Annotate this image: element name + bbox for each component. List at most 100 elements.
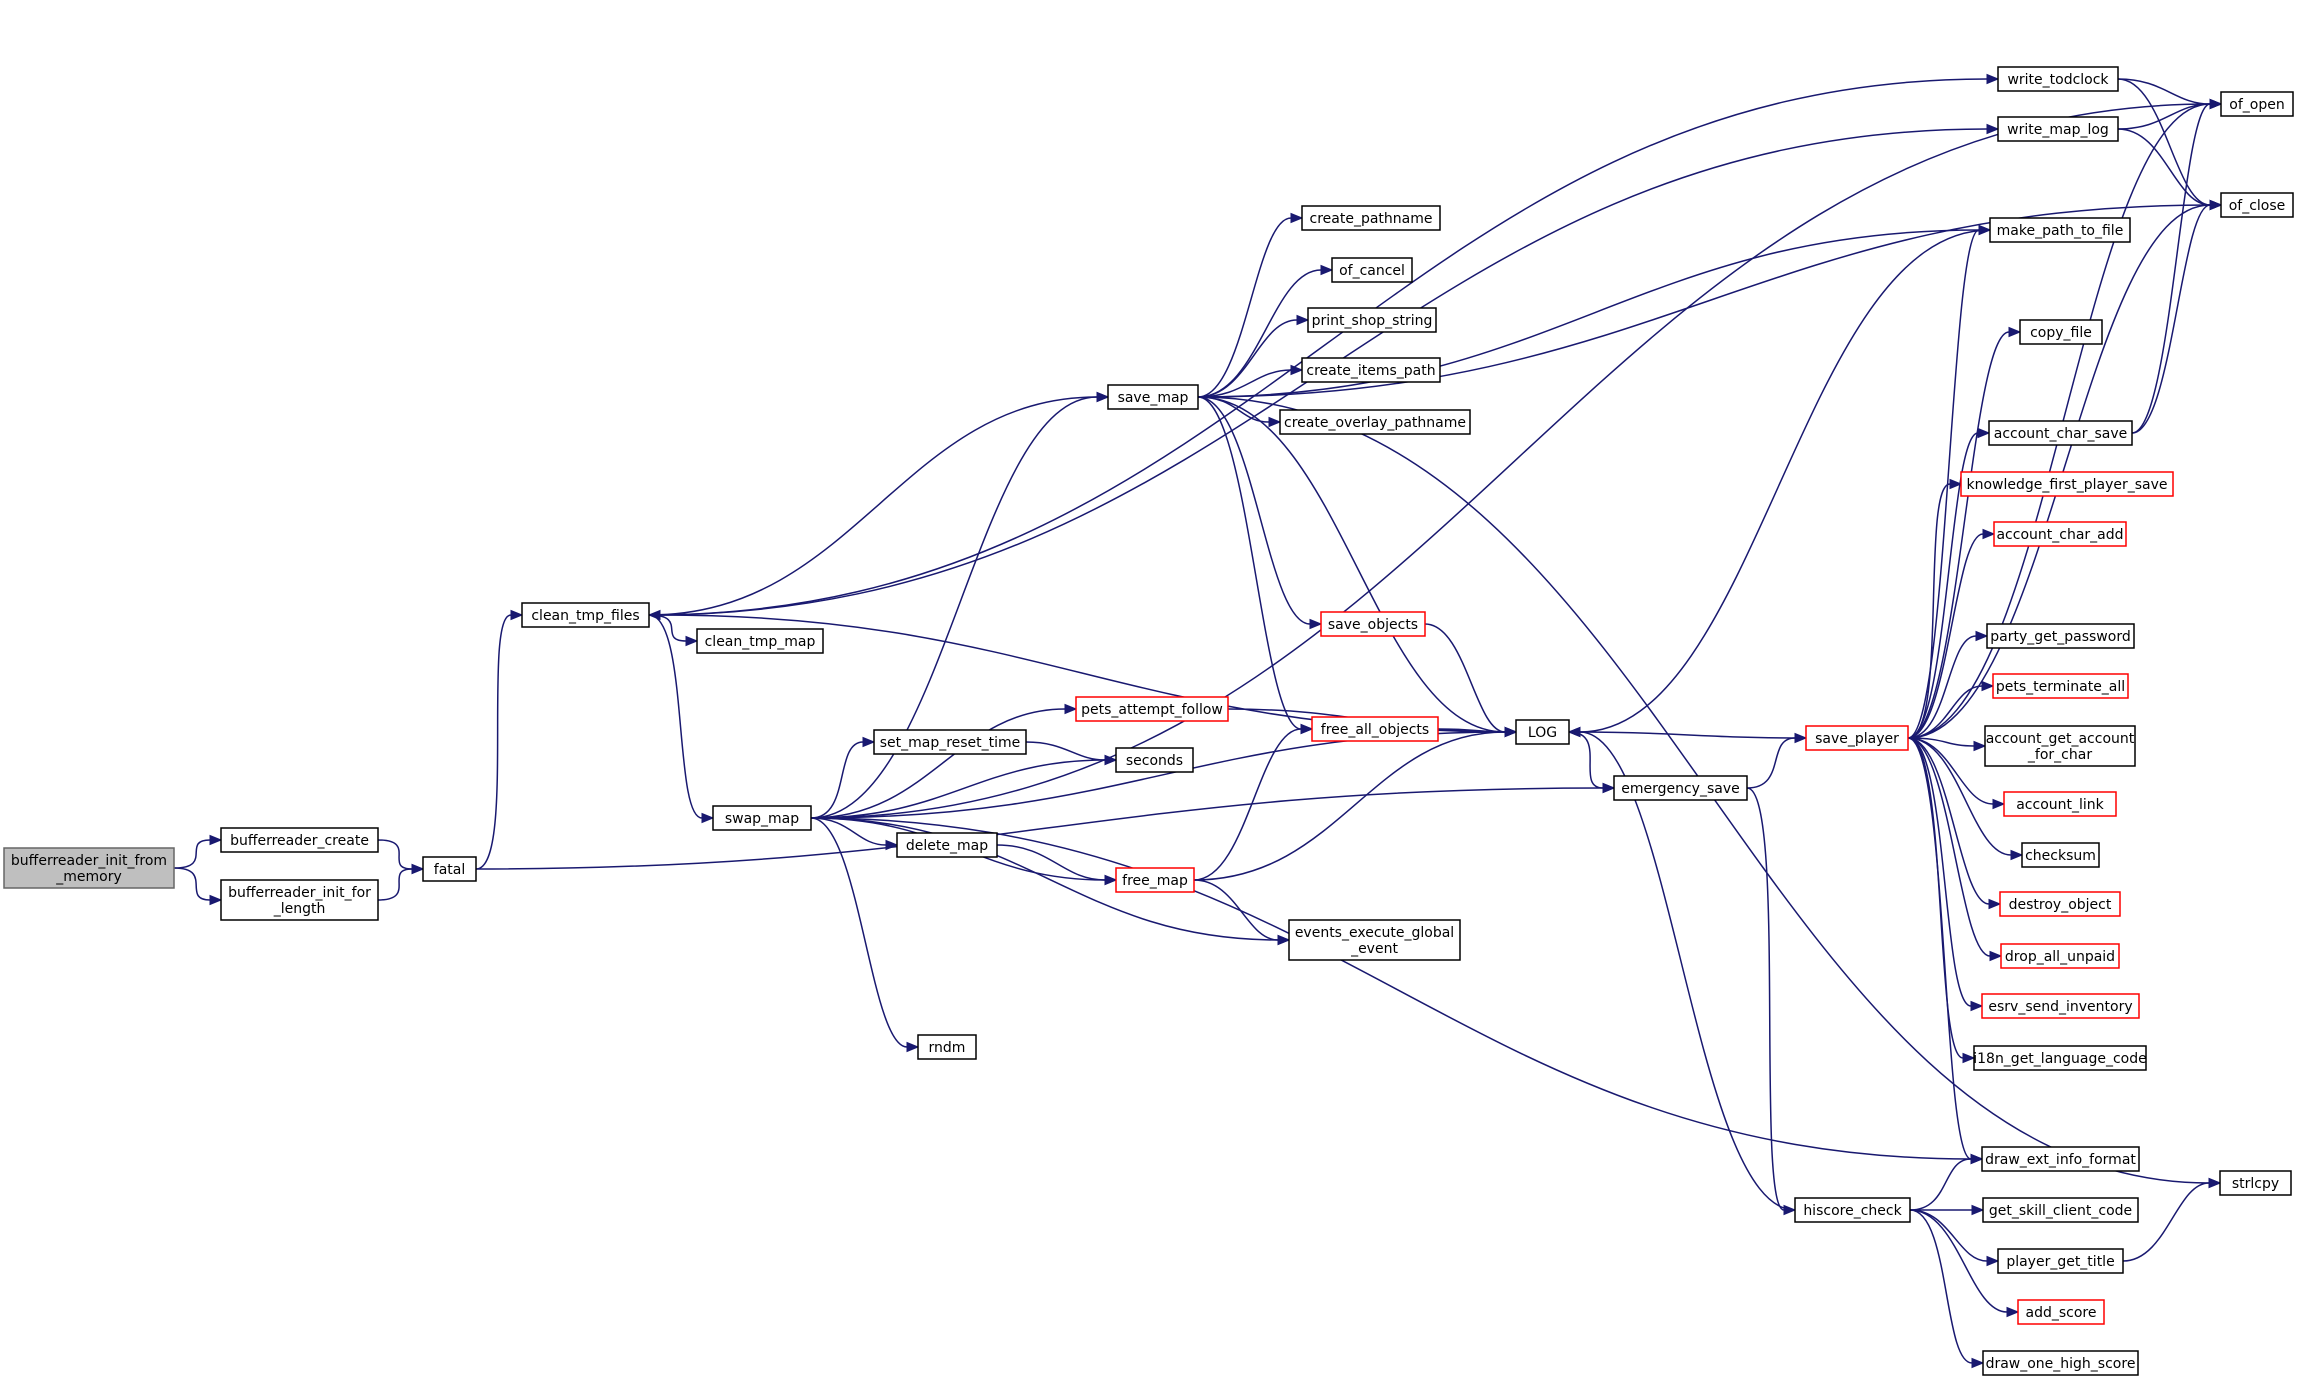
node-account_link[interactable]: account_link — [2003, 791, 2117, 817]
node-copy_file[interactable]: copy_file — [2019, 319, 2103, 345]
node-box-LOG[interactable] — [1515, 719, 1570, 745]
node-box-esrv_send_inventory[interactable] — [1981, 993, 2140, 1019]
node-box-events_execute_global_event[interactable] — [1288, 919, 1461, 961]
node-box-bufferreader_init_for_length[interactable] — [220, 879, 379, 921]
node-bufferreader_create[interactable]: bufferreader_create — [220, 827, 379, 853]
node-box-get_skill_client_code[interactable] — [1982, 1197, 2139, 1223]
node-emergency_save[interactable]: emergency_save — [1613, 775, 1748, 801]
node-account_char_add[interactable]: account_char_add — [1993, 521, 2127, 547]
node-box-clean_tmp_map[interactable] — [696, 628, 824, 654]
node-create_pathname[interactable]: create_pathname — [1301, 205, 1441, 231]
node-box-set_map_reset_time[interactable] — [873, 729, 1027, 755]
node-box-create_pathname[interactable] — [1301, 205, 1441, 231]
node-swap_map[interactable]: swap_map — [712, 805, 812, 831]
node-add_score[interactable]: add_score — [2017, 1299, 2105, 1325]
node-create_items_path[interactable]: create_items_path — [1301, 357, 1441, 383]
node-events_execute_global_event[interactable]: events_execute_global_event — [1288, 919, 1461, 961]
node-box-save_map[interactable] — [1107, 384, 1199, 410]
node-seconds[interactable]: seconds — [1115, 747, 1194, 773]
node-box-bufferreader_init_from_memory[interactable] — [3, 847, 175, 889]
node-box-account_get_account_for_char[interactable] — [1984, 725, 2136, 767]
node-box-swap_map[interactable] — [712, 805, 812, 831]
node-clean_tmp_files[interactable]: clean_tmp_files — [521, 602, 650, 628]
node-bufferreader_init_from_memory[interactable]: bufferreader_init_from_memory — [3, 847, 175, 889]
node-of_cancel[interactable]: of_cancel — [1331, 257, 1413, 283]
node-box-fatal[interactable] — [422, 856, 477, 882]
node-of_open[interactable]: of_open — [2220, 91, 2294, 117]
node-fatal[interactable]: fatal — [422, 856, 477, 882]
node-write_map_log[interactable]: write_map_log — [1997, 116, 2119, 142]
node-box-write_todclock[interactable] — [1997, 66, 2119, 92]
node-clean_tmp_map[interactable]: clean_tmp_map — [696, 628, 824, 654]
node-account_char_save[interactable]: account_char_save — [1988, 420, 2133, 446]
node-LOG[interactable]: LOG — [1515, 719, 1570, 745]
node-free_map[interactable]: free_map — [1115, 867, 1195, 893]
node-box-seconds[interactable] — [1115, 747, 1194, 773]
node-box-account_link[interactable] — [2003, 791, 2117, 817]
node-box-make_path_to_file[interactable] — [1989, 217, 2131, 243]
node-delete_map[interactable]: delete_map — [896, 832, 998, 858]
node-save_map[interactable]: save_map — [1107, 384, 1199, 410]
node-box-free_all_objects[interactable] — [1311, 716, 1439, 742]
node-box-of_open[interactable] — [2220, 91, 2294, 117]
node-draw_one_high_score[interactable]: draw_one_high_score — [1982, 1350, 2139, 1376]
node-knowledge_first_player_save[interactable]: knowledge_first_player_save — [1960, 471, 2174, 497]
node-box-bufferreader_create[interactable] — [220, 827, 379, 853]
node-box-free_map[interactable] — [1115, 867, 1195, 893]
node-box-pets_attempt_follow[interactable] — [1075, 696, 1229, 722]
node-get_skill_client_code[interactable]: get_skill_client_code — [1982, 1197, 2139, 1223]
node-box-save_player[interactable] — [1805, 725, 1909, 751]
node-box-player_get_title[interactable] — [1997, 1248, 2124, 1274]
node-save_player[interactable]: save_player — [1805, 725, 1909, 751]
node-box-checksum[interactable] — [2021, 842, 2100, 868]
node-box-of_cancel[interactable] — [1331, 257, 1413, 283]
node-esrv_send_inventory[interactable]: esrv_send_inventory — [1981, 993, 2140, 1019]
node-box-account_char_add[interactable] — [1993, 521, 2127, 547]
node-box-hiscore_check[interactable] — [1794, 1197, 1911, 1223]
node-strlcpy[interactable]: strlcpy — [2219, 1170, 2292, 1196]
node-box-i18n_get_language_code[interactable] — [1973, 1045, 2147, 1071]
node-pets_terminate_all[interactable]: pets_terminate_all — [1992, 673, 2129, 699]
node-box-strlcpy[interactable] — [2219, 1170, 2292, 1196]
node-set_map_reset_time[interactable]: set_map_reset_time — [873, 729, 1027, 755]
node-box-add_score[interactable] — [2017, 1299, 2105, 1325]
node-make_path_to_file[interactable]: make_path_to_file — [1989, 217, 2131, 243]
node-box-destroy_object[interactable] — [1999, 891, 2121, 917]
node-box-clean_tmp_files[interactable] — [521, 602, 650, 628]
node-bufferreader_init_for_length[interactable]: bufferreader_init_for_length — [220, 879, 379, 921]
node-box-create_items_path[interactable] — [1301, 357, 1441, 383]
node-destroy_object[interactable]: destroy_object — [1999, 891, 2121, 917]
node-box-drop_all_unpaid[interactable] — [2000, 943, 2120, 969]
node-box-draw_ext_info_format[interactable] — [1981, 1146, 2140, 1172]
node-i18n_get_language_code[interactable]: i18n_get_language_code — [1973, 1045, 2147, 1071]
node-save_objects[interactable]: save_objects — [1320, 611, 1426, 637]
node-box-pets_terminate_all[interactable] — [1992, 673, 2129, 699]
node-box-party_get_password[interactable] — [1986, 623, 2135, 649]
node-print_shop_string[interactable]: print_shop_string — [1307, 307, 1437, 333]
node-free_all_objects[interactable]: free_all_objects — [1311, 716, 1439, 742]
node-write_todclock[interactable]: write_todclock — [1997, 66, 2119, 92]
node-box-account_char_save[interactable] — [1988, 420, 2133, 446]
node-checksum[interactable]: checksum — [2021, 842, 2100, 868]
node-draw_ext_info_format[interactable]: draw_ext_info_format — [1981, 1146, 2140, 1172]
node-box-write_map_log[interactable] — [1997, 116, 2119, 142]
node-box-draw_one_high_score[interactable] — [1982, 1350, 2139, 1376]
node-box-copy_file[interactable] — [2019, 319, 2103, 345]
node-pets_attempt_follow[interactable]: pets_attempt_follow — [1075, 696, 1229, 722]
node-rndm[interactable]: rndm — [917, 1034, 977, 1060]
node-account_get_account_for_char[interactable]: account_get_account_for_char — [1984, 725, 2136, 767]
node-drop_all_unpaid[interactable]: drop_all_unpaid — [2000, 943, 2120, 969]
node-hiscore_check[interactable]: hiscore_check — [1794, 1197, 1911, 1223]
node-box-emergency_save[interactable] — [1613, 775, 1748, 801]
node-box-of_close[interactable] — [2220, 192, 2294, 218]
node-create_overlay_pathname[interactable]: create_overlay_pathname — [1279, 409, 1471, 435]
node-box-delete_map[interactable] — [896, 832, 998, 858]
node-box-rndm[interactable] — [917, 1034, 977, 1060]
node-party_get_password[interactable]: party_get_password — [1986, 623, 2135, 649]
node-box-create_overlay_pathname[interactable] — [1279, 409, 1471, 435]
node-player_get_title[interactable]: player_get_title — [1997, 1248, 2124, 1274]
node-box-knowledge_first_player_save[interactable] — [1960, 471, 2174, 497]
node-of_close[interactable]: of_close — [2220, 192, 2294, 218]
node-box-save_objects[interactable] — [1320, 611, 1426, 637]
node-box-print_shop_string[interactable] — [1307, 307, 1437, 333]
